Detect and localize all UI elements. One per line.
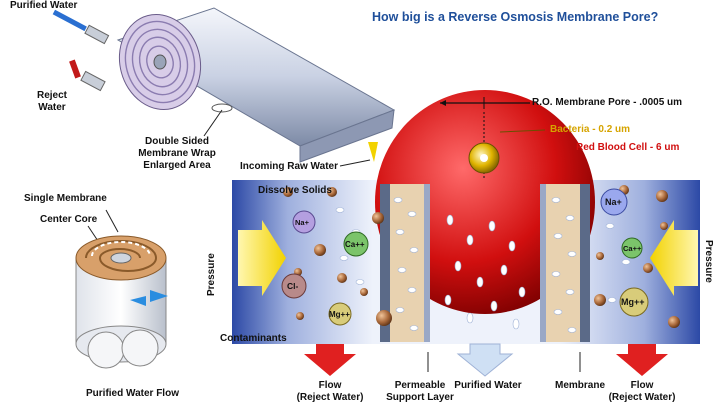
reject-water-label: Reject Water <box>30 90 74 114</box>
purified-water-label: Purified Water <box>10 0 78 11</box>
permeable-support-layer-label: Permeable Support Layer <box>380 380 460 404</box>
page-title: How big is a Reverse Osmosis Membrane Po… <box>372 10 659 24</box>
reject-flow-left-label: Flow (Reject Water) <box>290 380 370 404</box>
permeable-line-2: Support Layer <box>386 392 454 403</box>
ion-na-left: Na+ <box>295 218 309 227</box>
membrane-label: Membrane <box>554 380 605 391</box>
wrap-line-3: Enlarged Area <box>143 160 211 171</box>
dissolve-solids-label: Dissolve Solids <box>258 185 332 196</box>
membrane-cartridge <box>52 7 396 163</box>
flow-right-line-1: Flow <box>630 380 654 391</box>
reject-flow-right-label: Flow (Reject Water) <box>602 380 682 404</box>
contaminants-label: Contaminants <box>220 333 287 344</box>
bacteria-size-label: Bacteria - 0.2 um <box>550 124 631 135</box>
ion-ca-left: Ca++ <box>345 240 365 249</box>
permeable-line-1: Permeable <box>394 380 446 391</box>
flow-left-line-1: Flow <box>318 380 342 391</box>
membrane-roll <box>75 235 168 369</box>
red-blood-cell-size-label: Red Blood Cell - 6 um <box>576 142 680 153</box>
membrane-cross-section <box>232 90 700 377</box>
center-core-label: Center Core <box>40 214 98 225</box>
purified-water-bottom-label: Purified Water <box>454 380 522 391</box>
ion-ca-right: Ca++ <box>623 244 642 253</box>
reject-water-line-1: Reject <box>36 90 67 101</box>
flow-right-line-2: (Reject Water) <box>608 392 676 403</box>
pressure-label-left: Pressure <box>206 253 217 296</box>
pressure-label-right: Pressure <box>703 240 714 283</box>
ion-mg-left: Mg++ <box>329 310 350 319</box>
purified-water-flow-label: Purified Water Flow <box>86 388 179 399</box>
pore-size-label: R.O. Membrane Pore - .0005 um <box>532 97 683 108</box>
incoming-raw-water-label: Incoming Raw Water <box>240 161 338 172</box>
flow-left-line-2: (Reject Water) <box>296 392 364 403</box>
ion-mg-right: Mg++ <box>621 297 645 307</box>
membrane-wrap-label: Double Sided Membrane Wrap Enlarged Area <box>132 136 222 172</box>
single-membrane-label: Single Membrane <box>24 193 107 204</box>
wrap-line-2: Membrane Wrap <box>138 148 216 159</box>
wrap-line-1: Double Sided <box>145 136 209 147</box>
ion-cl: Cl- <box>287 281 299 291</box>
reject-water-line-2: Water <box>38 102 66 113</box>
ion-na-right: Na+ <box>605 197 622 207</box>
